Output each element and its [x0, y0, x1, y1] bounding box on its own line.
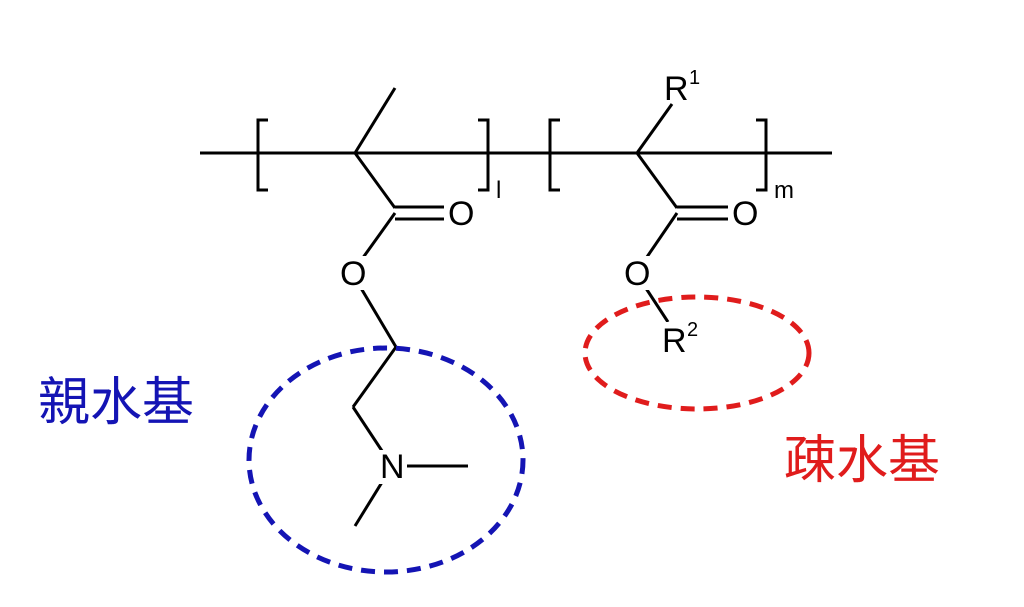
r1-bond — [635, 103, 674, 154]
ch2-ch2-bond — [351, 346, 398, 408]
r2-group-label: R — [662, 322, 687, 360]
ester-oxygen-unit1: O — [340, 255, 366, 293]
r1-superscript: 1 — [689, 67, 700, 89]
hydrophilic-label: 親水基 — [38, 373, 194, 433]
methyl-bond — [353, 87, 397, 154]
repeat-subscript-l: l — [496, 177, 501, 204]
carbonyl-oxygen-unit1: O — [448, 195, 474, 233]
amine-nitrogen: N — [380, 448, 405, 486]
right-bracket-unit2 — [756, 118, 768, 192]
alpha-carbonyl-bond-unit1 — [353, 152, 397, 209]
hydrophobic-label: 疎水基 — [784, 431, 940, 491]
carbonyl-oxygen-unit2: O — [732, 195, 758, 233]
hydrophilic-group-ellipse — [246, 345, 526, 575]
alpha-carbonyl-bond-unit2 — [635, 152, 679, 209]
repeat-subscript-m: m — [774, 177, 794, 204]
right-bracket-unit1 — [478, 118, 490, 192]
mask-o2 — [337, 256, 367, 290]
mask-o3 — [730, 197, 758, 229]
mask-n — [377, 450, 407, 484]
mask-o1 — [446, 197, 474, 229]
mask-o4 — [621, 256, 651, 290]
mask-r2 — [660, 322, 696, 356]
left-bracket-unit1 — [256, 118, 268, 192]
hydrophobic-group-ellipse — [582, 294, 812, 412]
ester-oxygen-unit2: O — [624, 255, 650, 293]
left-bracket-unit2 — [548, 118, 560, 192]
r1-group-label: R — [664, 70, 689, 108]
r2-superscript: 2 — [687, 319, 698, 341]
